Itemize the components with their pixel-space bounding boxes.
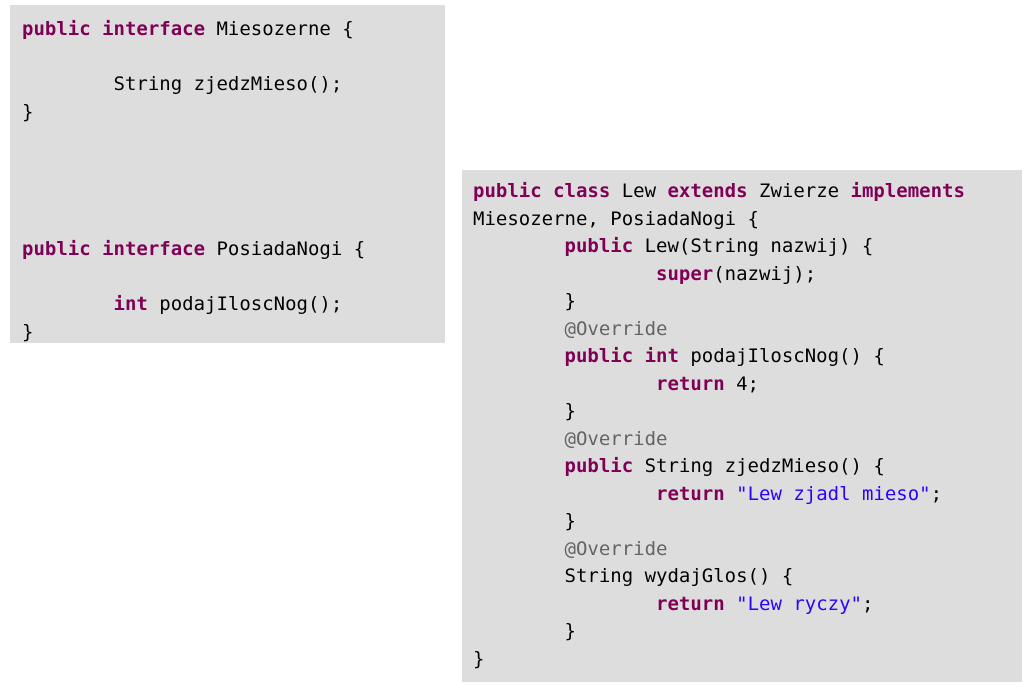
code-text-token — [473, 538, 565, 560]
keyword-token: public class — [473, 180, 611, 202]
keyword-token: public interface — [22, 18, 206, 40]
code-line: @Override — [473, 426, 1022, 454]
keyword-token: extends — [667, 180, 748, 202]
code-line: } — [473, 398, 1022, 426]
code-line: Miesozerne, PosiadaNogi { — [473, 206, 1022, 234]
code-text-token — [725, 593, 736, 615]
code-text-token: (nazwij); — [713, 262, 817, 285]
annotation-token: @Override — [564, 537, 668, 560]
code-line: public class Lew extends Zwierze impleme… — [473, 178, 1022, 206]
code-line — [22, 181, 445, 209]
code-line: return "Lew zjadl mieso"; — [473, 481, 1022, 509]
code-text-token — [473, 235, 565, 257]
code-text-token: } — [473, 290, 576, 312]
code-text-token — [473, 483, 656, 505]
annotation-token: @Override — [564, 317, 668, 340]
keyword-token: public — [564, 455, 634, 477]
code-text-token — [473, 373, 656, 395]
code-text-token — [473, 345, 565, 367]
code-line: public interface Miesozerne { — [22, 16, 445, 44]
code-text-token: String zjedzMieso() { — [633, 455, 885, 477]
keyword-token: super — [656, 262, 714, 285]
code-text-token: podajIloscNog() { — [678, 345, 885, 367]
code-text-token: Zwierze — [747, 180, 851, 202]
code-text-token: } — [473, 647, 485, 670]
code-line — [22, 126, 445, 154]
code-block-interfaces: public interface Miesozerne { String zje… — [10, 5, 445, 343]
code-text-token: Miesozerne { — [205, 18, 354, 40]
code-line: @Override — [473, 316, 1022, 344]
code-text-token — [473, 318, 565, 340]
code-text-token: ; — [861, 592, 874, 615]
code-line: } — [22, 99, 445, 127]
string-literal-token: "Lew ryczy" — [736, 592, 862, 615]
keyword-token: public int — [564, 345, 679, 367]
code-line: return 4; — [473, 371, 1022, 399]
code-block-class-lew: public class Lew extends Zwierze impleme… — [462, 170, 1022, 682]
code-text-token: Lew(String nazwij) { — [633, 235, 874, 257]
string-literal-token: "Lew zjadl mieso" — [736, 482, 931, 505]
code-line — [22, 264, 445, 292]
code-line: int podajIloscNog(); — [22, 291, 445, 319]
keyword-token: return — [656, 372, 725, 395]
code-line: @Override — [473, 536, 1022, 564]
code-text-token: } — [473, 510, 576, 532]
keyword-token: return — [656, 482, 725, 505]
code-text-token — [22, 293, 114, 315]
code-line: String wydajGlos() { — [473, 563, 1022, 591]
code-text-token — [473, 263, 656, 285]
code-line: public interface PosiadaNogi { — [22, 236, 445, 264]
code-line: public Lew(String nazwij) { — [473, 233, 1022, 261]
code-line: } — [22, 319, 445, 347]
code-line — [22, 154, 445, 182]
code-text-token: } — [473, 400, 576, 422]
code-line: String zjedzMieso(); — [22, 71, 445, 99]
code-text-token: 4; — [724, 372, 759, 395]
code-text-token: } — [22, 320, 34, 343]
keyword-token: int — [113, 293, 148, 315]
code-text-token — [725, 483, 736, 505]
code-line: } — [473, 646, 1022, 674]
code-text-token: ; — [930, 482, 943, 505]
code-line — [22, 209, 445, 237]
code-text-token — [473, 593, 656, 615]
keyword-token: return — [656, 592, 725, 615]
keyword-token: implements — [850, 180, 965, 202]
keyword-token: public — [564, 235, 634, 257]
code-text-token — [473, 428, 565, 450]
code-line: public int podajIloscNog() { — [473, 343, 1022, 371]
code-text-token: } — [22, 100, 34, 123]
code-line: } — [473, 288, 1022, 316]
code-line: } — [473, 618, 1022, 646]
code-text-token: } — [473, 620, 576, 642]
code-text-token: String zjedzMieso(); — [22, 73, 343, 95]
code-line: return "Lew ryczy"; — [473, 591, 1022, 619]
keyword-token: public interface — [22, 238, 206, 260]
code-text-token: String wydajGlos() { — [473, 565, 794, 587]
code-line: public String zjedzMieso() { — [473, 453, 1022, 481]
annotation-token: @Override — [564, 427, 668, 450]
code-text-token: Lew — [610, 180, 668, 202]
code-line — [22, 44, 445, 72]
code-line: super(nazwij); — [473, 261, 1022, 289]
code-line: } — [473, 508, 1022, 536]
code-text-token: Miesozerne, PosiadaNogi { — [473, 207, 759, 230]
code-text-token: podajIloscNog(); — [147, 293, 343, 315]
code-text-token — [473, 455, 565, 477]
code-text-token: PosiadaNogi { — [205, 238, 366, 260]
